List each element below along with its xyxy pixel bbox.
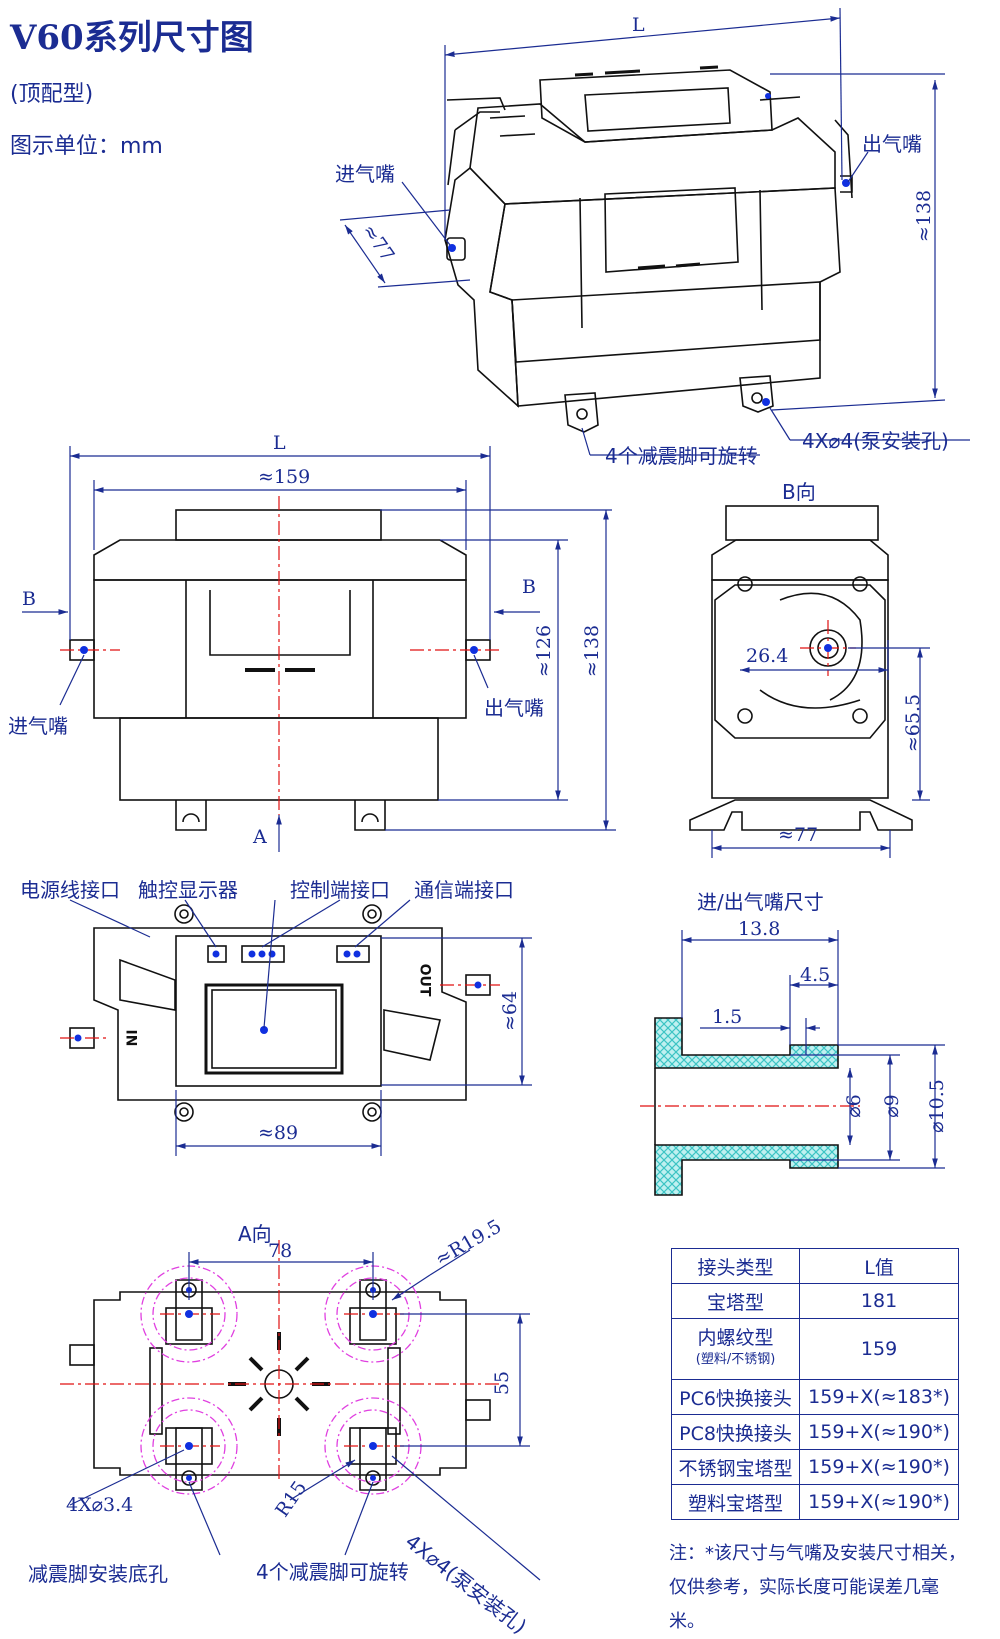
spec-header-row: 接头类型 L值 bbox=[670, 1248, 959, 1284]
front-arrow-b-right: B bbox=[522, 576, 536, 598]
top-dim-64: ≈64 bbox=[499, 990, 522, 1032]
nozzle-dim-1-5: 1.5 bbox=[712, 1006, 743, 1028]
top-dimensions bbox=[69, 899, 532, 1156]
front-width-dim: ≈159 bbox=[258, 466, 311, 488]
spec-row: PC8快换接头 159+X(≈190*) bbox=[670, 1414, 959, 1450]
page-title: V60系列尺寸图 bbox=[10, 18, 254, 58]
iso-view bbox=[444, 65, 853, 433]
spec-type-cell: 内螺纹型 (塑料/不锈钢) bbox=[670, 1318, 801, 1380]
front-top-shell bbox=[93, 539, 467, 581]
spec-header-value: L值 bbox=[799, 1248, 959, 1284]
unit-label: 图示单位：mm bbox=[10, 134, 163, 159]
bottom-magenta-circles bbox=[140, 1265, 422, 1495]
top-display-module bbox=[175, 935, 382, 1087]
side-body bbox=[711, 579, 889, 799]
spec-row: 宝塔型 181 bbox=[670, 1283, 959, 1319]
connector-spec-table: 接头类型 L值 宝塔型 181 内螺纹型 (塑料/不锈钢) 159 PC6快换接… bbox=[670, 1248, 959, 1520]
side-dim-65-5: ≈65.5 bbox=[902, 693, 925, 753]
bottom-view-title: A向 bbox=[238, 1222, 272, 1246]
side-dimensions bbox=[711, 640, 930, 858]
front-view bbox=[69, 509, 491, 831]
iso-pump-holes-label: 4X⌀4(泵安装孔) bbox=[802, 429, 949, 453]
spec-type: 不锈钢宝塔型 bbox=[670, 1449, 801, 1485]
nozzle-dimensions bbox=[681, 930, 945, 1169]
front-dimensions bbox=[22, 446, 616, 852]
front-height-126: ≈126 bbox=[533, 624, 556, 678]
spec-row: PC6快换接头 159+X(≈183*) bbox=[670, 1379, 959, 1415]
in-mark: IN bbox=[122, 1029, 139, 1047]
iso-foot-front bbox=[564, 392, 599, 433]
iso-body-front bbox=[489, 187, 841, 407]
footnote: 注：*该尺寸与气嘴及安装尺寸相关，仅供参考，实际长度可能误差几毫米。 bbox=[669, 1543, 966, 1632]
spec-row: 内螺纹型 (塑料/不锈钢) 159 bbox=[670, 1318, 959, 1380]
spec-type: 宝塔型 bbox=[670, 1283, 801, 1319]
spec-type: PC6快换接头 bbox=[670, 1379, 801, 1415]
front-height-138: ≈138 bbox=[581, 624, 604, 678]
bottom-view bbox=[69, 1279, 491, 1491]
spec-type-note: (塑料/不锈钢) bbox=[695, 1352, 776, 1367]
front-arrow-a: A bbox=[253, 826, 267, 848]
spec-row: 不锈钢宝塔型 159+X(≈190*) bbox=[670, 1449, 959, 1485]
iso-dimensions bbox=[339, 7, 970, 456]
iso-foot-back bbox=[739, 375, 774, 413]
top-dim-89: ≈89 bbox=[258, 1122, 299, 1144]
spec-value: 159+X(≈190*) bbox=[799, 1484, 959, 1520]
bottom-body bbox=[93, 1291, 467, 1476]
spec-value: 181 bbox=[799, 1283, 959, 1319]
iso-display-module bbox=[539, 69, 773, 143]
out-mark: OUT bbox=[416, 963, 433, 997]
touch-display-label: 触控显示器 bbox=[138, 878, 238, 902]
nozzle-dim-d9: ⌀9 bbox=[880, 1094, 903, 1118]
front-body bbox=[93, 579, 467, 719]
side-dim-77: ≈77 bbox=[778, 824, 819, 846]
spec-row: 塑料宝塔型 159+X(≈190*) bbox=[670, 1484, 959, 1520]
nozzle-dim-d6: ⌀6 bbox=[842, 1094, 865, 1118]
comm-port-label: 通信端接口 bbox=[414, 878, 514, 902]
nozzle-dim-13-8: 13.8 bbox=[738, 918, 781, 940]
bottom-feet-rotate-label: 4个减震脚可旋转 bbox=[256, 1560, 409, 1584]
nozzle-dim-4-5: 4.5 bbox=[800, 964, 831, 986]
front-inlet-label: 进气嘴 bbox=[8, 714, 68, 738]
side-dim-26-4: 26.4 bbox=[746, 645, 789, 667]
iso-feet-label: 4个减震脚可旋转 bbox=[605, 444, 758, 468]
nozzle-section-top bbox=[654, 1017, 839, 1069]
top-body bbox=[93, 927, 467, 1101]
front-centerlines bbox=[60, 496, 500, 815]
control-port-label: 控制端接口 bbox=[290, 878, 390, 902]
iso-height-dim: ≈138 bbox=[913, 189, 936, 243]
bottom-dimensions bbox=[69, 1249, 541, 1581]
bottom-holes-34: 4X⌀3.4 bbox=[66, 1494, 134, 1516]
bottom-dim-78: 78 bbox=[268, 1240, 293, 1262]
side-view bbox=[689, 505, 913, 831]
spec-value: 159+X(≈190*) bbox=[799, 1449, 959, 1485]
front-outlet-label: 出气嘴 bbox=[484, 696, 544, 720]
nozzle-section-bottom bbox=[654, 1144, 839, 1196]
spec-value: 159 bbox=[799, 1318, 959, 1380]
nozzle-title: 进/出气嘴尺寸 bbox=[697, 890, 824, 914]
iso-markers bbox=[448, 93, 850, 406]
power-port-label: 电源线接口 bbox=[20, 878, 120, 902]
spec-type: PC8快换接头 bbox=[670, 1414, 801, 1450]
iso-outlet-label: 出气嘴 bbox=[862, 132, 922, 156]
bottom-dim-55: 55 bbox=[491, 1370, 514, 1396]
spec-value: 159+X(≈190*) bbox=[799, 1414, 959, 1450]
side-view-title: B向 bbox=[782, 480, 816, 504]
front-arrow-b-left: B bbox=[22, 588, 36, 610]
spec-type: 内螺纹型 bbox=[697, 1327, 774, 1349]
page-subtitle: (顶配型) bbox=[10, 82, 94, 107]
spec-value: 159+X(≈183*) bbox=[799, 1379, 959, 1415]
front-L-label: L bbox=[273, 432, 286, 454]
bottom-feet-holes-label: 减震脚安装底孔 bbox=[28, 1562, 168, 1586]
iso-inlet-label: 进气嘴 bbox=[335, 162, 395, 186]
spec-header-type: 接头类型 bbox=[670, 1248, 801, 1284]
iso-L-label: L bbox=[632, 14, 645, 36]
nozzle-dim-d10-5: ⌀10.5 bbox=[925, 1079, 948, 1133]
spec-type: 塑料宝塔型 bbox=[670, 1484, 801, 1520]
